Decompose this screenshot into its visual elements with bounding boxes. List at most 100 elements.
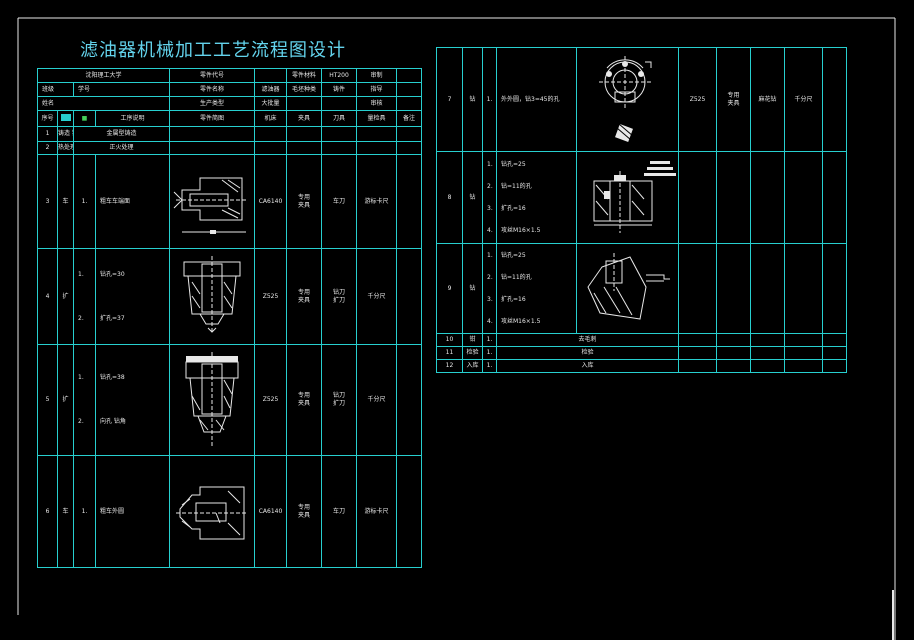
empty-cell (716, 346, 751, 360)
empty-cell (321, 141, 358, 155)
empty-cell (254, 126, 288, 142)
part-sketch (169, 154, 256, 249)
empty-cell (678, 346, 717, 360)
gauge: 千分尺 (356, 248, 398, 345)
empty-cell (169, 141, 256, 155)
row-op: 车 (57, 154, 74, 249)
fixture: 专用 夹具 (286, 154, 323, 249)
part-sketch (169, 248, 256, 345)
col-tool: 刀具 (321, 110, 358, 127)
step-number: 1. (73, 455, 96, 568)
step-number: 1. (482, 333, 497, 347)
row-no: 5 (37, 344, 58, 456)
row-no: 8 (436, 151, 463, 244)
row-no: 12 (436, 359, 463, 373)
step-number: 1. (73, 154, 96, 249)
process-card-left: 沈阳理工大学 零件代号 零件材料 HT200 审制 班级 学号 零件名称 滤油器… (36, 68, 423, 568)
col-machine: 机床 (254, 110, 288, 127)
empty-cell (396, 141, 423, 155)
row-op: 钻 (462, 243, 483, 334)
col-fixture: 夹具 (286, 110, 323, 127)
step-desc: 钻孔=25 (501, 160, 526, 168)
page-title: 滤油器机械加工工艺流程图设计 (80, 40, 346, 61)
step-desc: 扩孔=37 (100, 314, 125, 322)
empty-cell (716, 243, 751, 334)
part-sketch (169, 344, 256, 456)
remark (822, 243, 847, 334)
part-sketch (576, 151, 679, 244)
step-number: 4. (487, 226, 493, 234)
student-no-label: 学号 (72, 82, 171, 97)
step-desc: 攻丝M16×1.5 (501, 226, 541, 234)
step-number: 4. (487, 317, 493, 325)
row-op: 钳 (462, 333, 483, 347)
remark (396, 344, 423, 456)
empty-cell (286, 126, 323, 142)
reaming-sketch (185, 352, 239, 446)
empty-cell (822, 359, 847, 373)
part-code-label: 零件代号 (169, 68, 256, 83)
empty-cell (822, 346, 847, 360)
blank-type-label: 毛坯种类 (286, 82, 323, 97)
drafter-label: 审制 (356, 68, 398, 83)
header-row-2: 班级 学号 零件名称 滤油器 毛坯种类 铸件 指导 (37, 82, 423, 97)
empty-cell (750, 346, 785, 360)
step-desc: 扩孔=16 (501, 295, 526, 303)
step-number: 1. (487, 251, 493, 259)
empty-cell (750, 333, 785, 347)
part-sketch (576, 243, 679, 334)
remark (396, 455, 423, 568)
empty-cell (750, 243, 785, 334)
header-row-1: 沈阳理工大学 零件代号 零件材料 HT200 审制 (36, 68, 423, 83)
row-op: 热处理 (57, 141, 74, 155)
step-desc: 粗车外圆 (94, 455, 171, 568)
table-row: 3 车 1. 粗车车端面 CA6140 专用 夹具 车刀 游标卡尺 (37, 154, 423, 249)
step-number: 2. (78, 314, 84, 322)
row-no: 2 (37, 141, 58, 155)
machine: CA6140 (254, 154, 288, 249)
boss-drilling-sketch (593, 160, 676, 233)
col-op-icon (57, 110, 74, 127)
production-type-label: 生产类型 (169, 96, 256, 111)
process-card-right: 7 钻 1. 外外圆，钻3=45的孔 Z525 专用 夹具 麻花钻 (436, 47, 847, 373)
table-row: 8 钻 1. 2. 3. 4. 钻孔=25 钻=11的孔 扩孔=16 攻丝M16… (436, 151, 847, 244)
part-name-value: 滤油器 (254, 82, 288, 97)
reviewer-label: 审核 (356, 96, 398, 111)
header-row-3: 姓名 生产类型 大批量 审核 (36, 96, 423, 111)
empty-cell (678, 359, 717, 373)
row-op: 扩 (57, 344, 74, 456)
gauge: 游标卡尺 (356, 154, 398, 249)
row-op: 铸造 铸件 (57, 126, 74, 142)
blank-type-value: 铸件 (321, 82, 358, 97)
empty-cell (716, 333, 751, 347)
empty-cell (678, 243, 717, 334)
machine: Z525 (254, 344, 288, 456)
tool: 麻花钻 (750, 47, 785, 152)
gauge: 游标卡尺 (356, 455, 398, 568)
step-number: 1. (487, 160, 493, 168)
column-header-row: 序号 ■ 工序说明 零件简图 机床 夹具 刀具 量检具 备注 (37, 110, 423, 127)
row-op: 车 (57, 455, 74, 568)
class-label: 班级 (37, 82, 74, 97)
empty-cell (822, 333, 847, 347)
step-number: 1. (482, 359, 497, 373)
machine: Z525 (678, 47, 717, 152)
step-number: 2. (78, 418, 84, 425)
empty-cell (678, 151, 717, 244)
drilling-sketch (183, 255, 241, 334)
step-number: 3. (487, 204, 493, 212)
empty-cell (784, 333, 823, 347)
part-sketch (576, 47, 679, 152)
row-no: 11 (436, 346, 463, 360)
step-number: 2. (487, 273, 493, 281)
empty-cell (356, 126, 398, 142)
row-desc: 金属型铸造 (72, 126, 171, 142)
empty-cell (286, 96, 323, 111)
step-desc: 扩孔=16 (501, 204, 526, 212)
row-no: 7 (436, 47, 463, 152)
empty-cell (750, 359, 785, 373)
empty-cell (356, 141, 398, 155)
remark (822, 151, 847, 244)
row-desc: 去毛刺 (496, 333, 679, 347)
table-row: 11 检验 1. 检验 (436, 346, 847, 360)
